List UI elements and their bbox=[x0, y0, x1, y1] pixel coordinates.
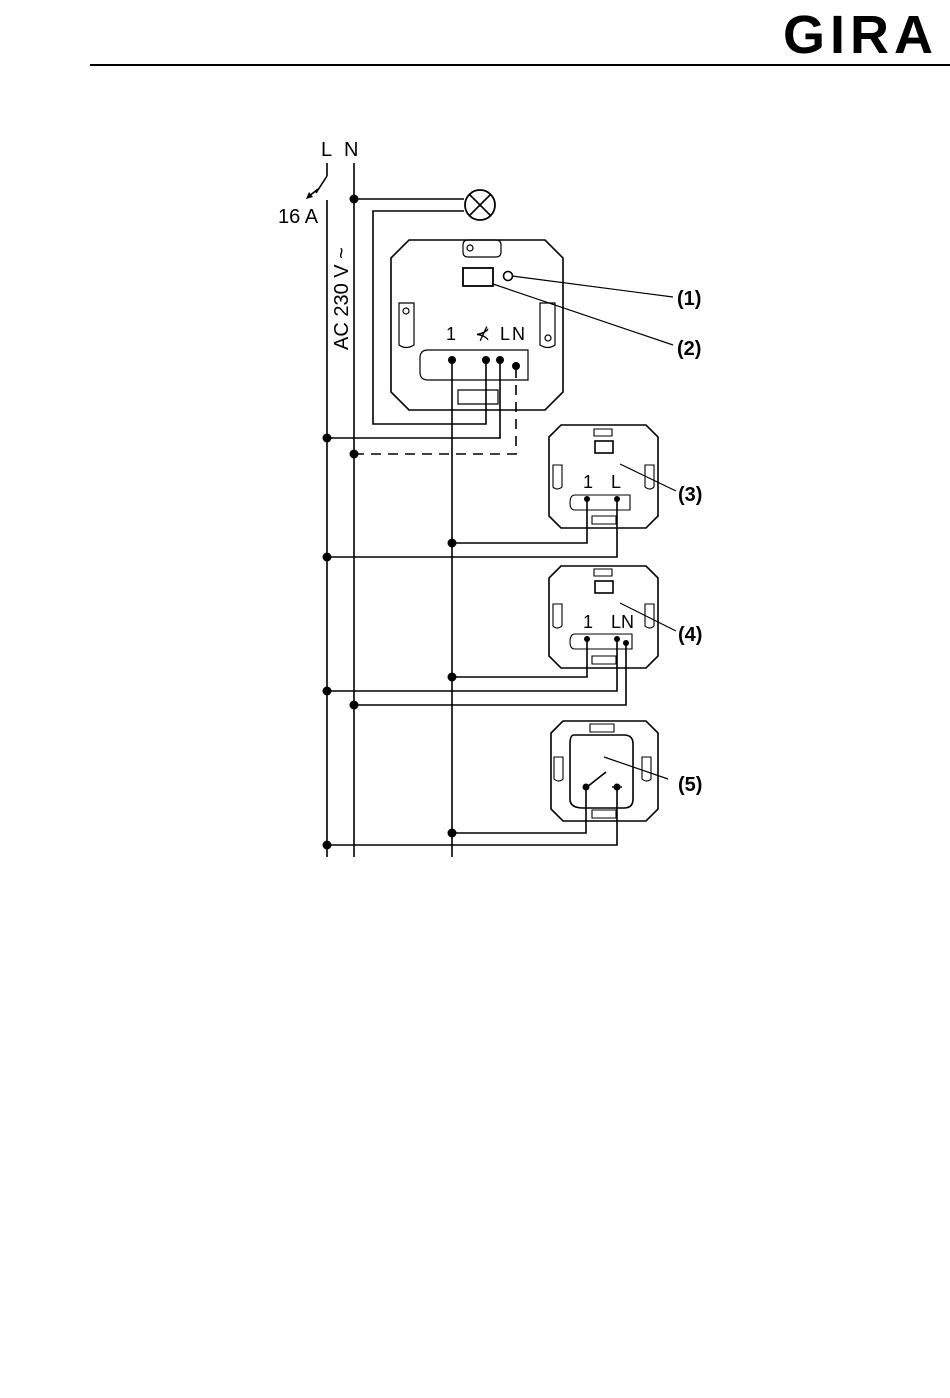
main-terminal-dimmed: ⊀ bbox=[475, 324, 490, 344]
callout-1: (1) bbox=[677, 288, 701, 310]
callout-4: (4) bbox=[678, 624, 702, 646]
main-terminal-1: 1 bbox=[446, 324, 456, 344]
main-terminal-l: L bbox=[500, 324, 510, 344]
main-terminal-dots bbox=[448, 356, 520, 370]
ext4-terminal-ln: LN bbox=[611, 612, 634, 632]
callout-2: (2) bbox=[677, 338, 701, 360]
lamp-symbol bbox=[354, 190, 495, 220]
callout-5: (5) bbox=[678, 774, 702, 796]
supply-label: AC 230 V ~ bbox=[331, 247, 353, 350]
l-conductor bbox=[306, 163, 327, 857]
ext3-terminal-1: 1 bbox=[583, 472, 593, 492]
ext4-terminal-1: 1 bbox=[583, 612, 593, 632]
fuse-label: 16 A bbox=[278, 206, 319, 228]
label-l: L bbox=[321, 139, 332, 161]
main-terminal-n: N bbox=[512, 324, 525, 344]
label-n: N bbox=[344, 139, 358, 161]
pushbutton-insert-5 bbox=[551, 721, 668, 821]
ext3-terminal-l: L bbox=[611, 472, 621, 492]
callout-3: (3) bbox=[678, 484, 702, 506]
